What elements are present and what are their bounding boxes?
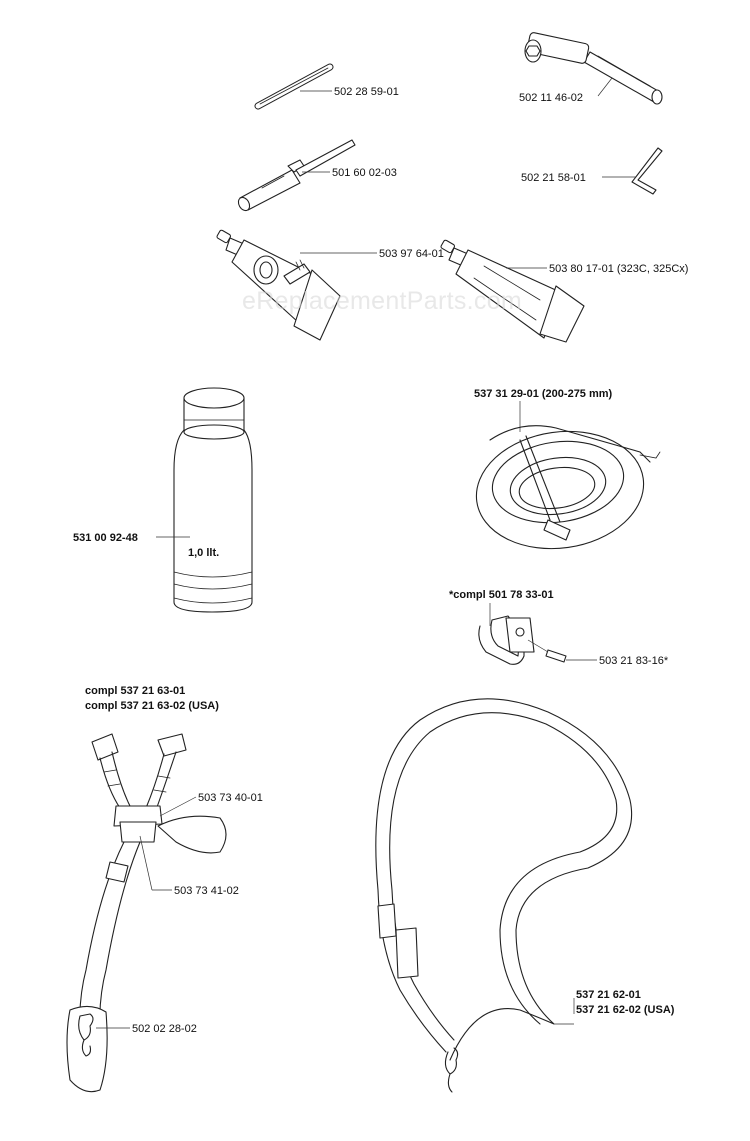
bottle-text: 1,0 llt.	[188, 547, 219, 559]
guard-label: 537 31 29-01 (200-275 mm)	[474, 388, 613, 400]
watermark: eReplacementParts.com	[242, 287, 522, 315]
allen-key-label: 502 21 58-01	[521, 172, 586, 184]
clamp-kit-label: *compl 501 78 33-01	[449, 589, 554, 601]
guard-drawing	[475, 425, 661, 550]
strap-drawing	[375, 698, 633, 1093]
grease-tube-2-label: 503 80 17-01 (323C, 325Cx)	[549, 263, 688, 275]
file-label: 501 60 02-03	[332, 167, 397, 179]
buckle-1-label: 503 73 40-01	[198, 792, 263, 804]
clamp-screw-label: 503 21 83-16*	[599, 655, 669, 667]
buckle-1-leader	[159, 796, 197, 817]
harness-drawing	[66, 733, 227, 1093]
strap-label-2: 537 21 62-02 (USA)	[576, 1004, 675, 1016]
strap-label-1: 537 21 62-01	[576, 989, 641, 1001]
wrench-label: 502 11 46-02	[519, 92, 583, 104]
file-drawing	[237, 139, 356, 212]
buckle-2-leader	[139, 835, 153, 891]
wrench-drawing	[524, 32, 663, 105]
rod-drawing	[254, 63, 334, 110]
allen-key-drawing	[631, 147, 663, 195]
harness-label-1: compl 537 21 63-01	[85, 685, 185, 697]
rod-label: 502 28 59-01	[334, 86, 399, 98]
grease-tube-2-drawing	[440, 239, 585, 343]
wrench-leader	[597, 77, 613, 97]
bottle-label: 531 00 92-48	[73, 532, 138, 544]
harness-label-2: compl 537 21 63-02 (USA)	[85, 700, 219, 712]
hook-label: 502 02 28-02	[132, 1023, 197, 1035]
grease-tube-1-label: 503 97 64-01	[379, 248, 444, 260]
buckle-2-label: 503 73 41-02	[174, 885, 239, 897]
grease-tube-1-drawing	[216, 229, 341, 341]
bottle-drawing	[173, 387, 253, 613]
clamp-drawing	[478, 615, 567, 665]
